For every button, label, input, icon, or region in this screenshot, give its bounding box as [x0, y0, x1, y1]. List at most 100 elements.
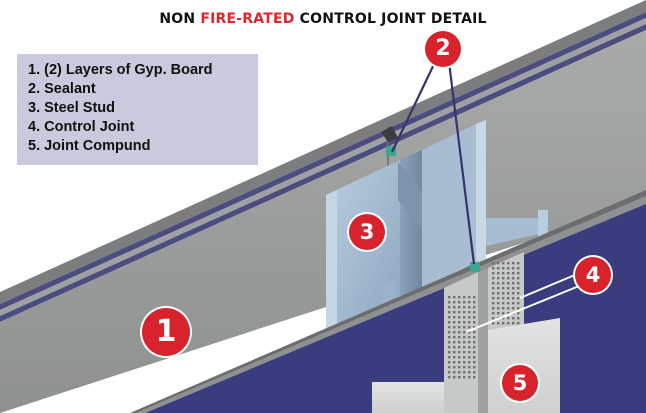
perforation-hole	[453, 361, 456, 364]
perforation-hole	[492, 277, 495, 280]
perforation-hole	[507, 282, 510, 285]
perforation-hole	[453, 326, 456, 329]
perforation-hole	[463, 341, 466, 344]
perforation-hole	[458, 311, 461, 314]
perforation-hole	[473, 366, 476, 369]
perforation-hole	[453, 331, 456, 334]
perforation-hole	[517, 312, 520, 315]
perforation-hole	[507, 267, 510, 270]
perforation-hole	[453, 371, 456, 374]
perforation-hole	[502, 292, 505, 295]
perforation-hole	[448, 331, 451, 334]
perforation-hole	[468, 371, 471, 374]
perforation-hole	[458, 326, 461, 329]
perforation-hole	[512, 307, 515, 310]
perforation-hole	[458, 301, 461, 304]
perforation-hole	[448, 361, 451, 364]
legend-box: 1. (2) Layers of Gyp. Board 2. Sealant 3…	[17, 54, 258, 165]
perforation-hole	[507, 317, 510, 320]
perforation-hole	[448, 321, 451, 324]
perforation-hole	[448, 371, 451, 374]
perforation-hole	[448, 341, 451, 344]
callout-control-joint: 4	[575, 257, 611, 293]
perforation-hole	[453, 311, 456, 314]
perforation-hole	[448, 296, 451, 299]
perforation-hole	[497, 277, 500, 280]
perforation-hole	[453, 376, 456, 379]
perforation-hole	[502, 262, 505, 265]
perforation-hole	[473, 371, 476, 374]
perforation-hole	[468, 376, 471, 379]
diagram-title: NON FIRE-RATED CONTROL JOINT DETAIL	[159, 11, 487, 27]
perforation-hole	[492, 302, 495, 305]
perforation-hole	[512, 317, 515, 320]
perforation-hole	[458, 341, 461, 344]
perforation-hole	[492, 312, 495, 315]
perforation-hole	[453, 306, 456, 309]
perforation-hole	[448, 351, 451, 354]
callout-joint-compound: 5	[502, 365, 538, 401]
perforation-hole	[512, 287, 515, 290]
perforation-hole	[463, 356, 466, 359]
perforation-hole	[497, 267, 500, 270]
perforation-hole	[517, 322, 520, 325]
perforation-hole	[507, 272, 510, 275]
perforation-hole	[468, 346, 471, 349]
perforation-hole	[502, 302, 505, 305]
perforation-hole	[492, 322, 495, 325]
perforation-hole	[458, 336, 461, 339]
perforation-hole	[512, 292, 515, 295]
perforation-hole	[463, 301, 466, 304]
perforation-hole	[502, 287, 505, 290]
perforation-hole	[468, 361, 471, 364]
perforation-hole	[458, 351, 461, 354]
legend-item-gyp-board: 1. (2) Layers of Gyp. Board	[28, 62, 213, 78]
perforation-hole	[458, 356, 461, 359]
perforation-hole	[468, 331, 471, 334]
perforation-hole	[453, 336, 456, 339]
perforation-hole	[497, 297, 500, 300]
perforation-hole	[497, 292, 500, 295]
perforation-hole	[492, 297, 495, 300]
perforation-hole	[492, 272, 495, 275]
perforation-hole	[473, 376, 476, 379]
perforation-hole	[473, 356, 476, 359]
perforation-hole	[473, 336, 476, 339]
perforation-hole	[448, 306, 451, 309]
perforation-hole	[507, 262, 510, 265]
front-sealant-bead	[470, 262, 480, 272]
perforation-hole	[448, 356, 451, 359]
perforation-hole	[463, 366, 466, 369]
perforation-hole	[507, 307, 510, 310]
perforation-hole	[517, 302, 520, 305]
perforation-hole	[473, 361, 476, 364]
perforation-hole	[463, 331, 466, 334]
perforation-hole	[507, 277, 510, 280]
perforation-hole	[453, 296, 456, 299]
perforation-hole	[497, 272, 500, 275]
joint-bead-perforations	[448, 262, 520, 379]
perforation-hole	[463, 321, 466, 324]
perforation-hole	[492, 292, 495, 295]
perforation-hole	[512, 277, 515, 280]
perforation-hole	[517, 282, 520, 285]
callout-steel-stud: 3	[349, 214, 385, 250]
perforation-hole	[512, 272, 515, 275]
perforation-hole	[502, 322, 505, 325]
perforation-hole	[453, 351, 456, 354]
perforation-hole	[512, 322, 515, 325]
perforation-hole	[512, 267, 515, 270]
perforation-hole	[492, 307, 495, 310]
perforation-hole	[502, 307, 505, 310]
perforation-hole	[463, 376, 466, 379]
perforation-hole	[517, 287, 520, 290]
perforation-hole	[492, 282, 495, 285]
perforation-hole	[492, 287, 495, 290]
legend-item-sealant: 2. Sealant	[28, 81, 96, 97]
perforation-hole	[458, 346, 461, 349]
perforation-hole	[497, 312, 500, 315]
perforation-hole	[463, 306, 466, 309]
perforation-hole	[512, 297, 515, 300]
title-highlight: FIRE-RATED	[200, 11, 295, 27]
